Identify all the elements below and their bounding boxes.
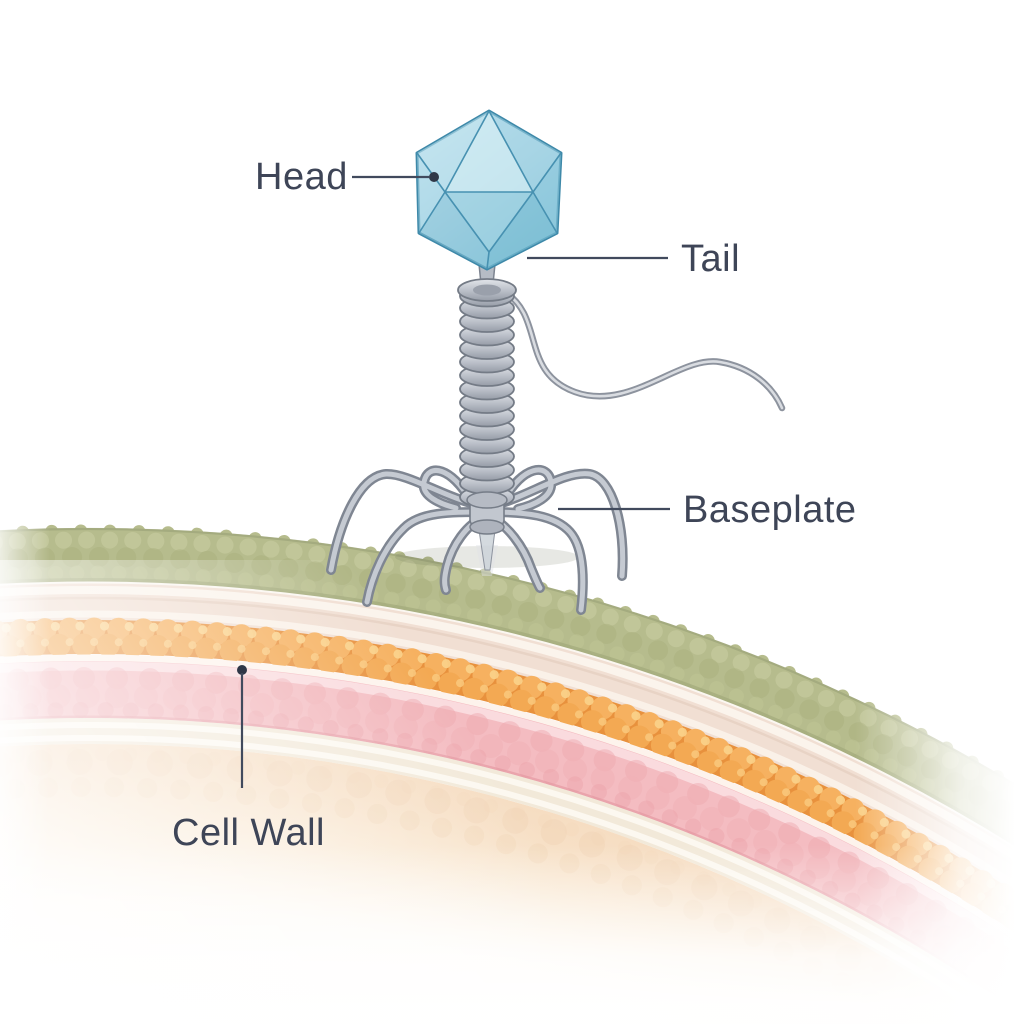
bacteriophage-illustration — [326, 109, 786, 615]
phage-tail-sheath — [459, 284, 515, 509]
leader-dot-cell-wall — [237, 665, 247, 675]
annotation-head: Head — [255, 156, 439, 198]
annotation-tail: Tail — [527, 238, 740, 280]
phage-head-facet-edges — [416, 110, 562, 270]
annotation-baseplate: Baseplate — [558, 489, 857, 531]
phage-head — [415, 109, 563, 271]
phage-tail-fibers — [326, 464, 628, 615]
label-tail: Tail — [681, 238, 740, 280]
label-baseplate: Baseplate — [683, 489, 857, 531]
annotation-cell-wall: Cell Wall — [172, 665, 325, 854]
label-cell-wall: Cell Wall — [172, 812, 325, 854]
leader-dot-head — [429, 172, 439, 182]
phage-baseplate — [466, 491, 508, 576]
annotations: Head Tail Baseplate Cell Wall — [172, 156, 857, 854]
phage-collar — [457, 263, 517, 302]
phage-whip-fiber — [501, 288, 786, 412]
label-head: Head — [255, 156, 348, 198]
